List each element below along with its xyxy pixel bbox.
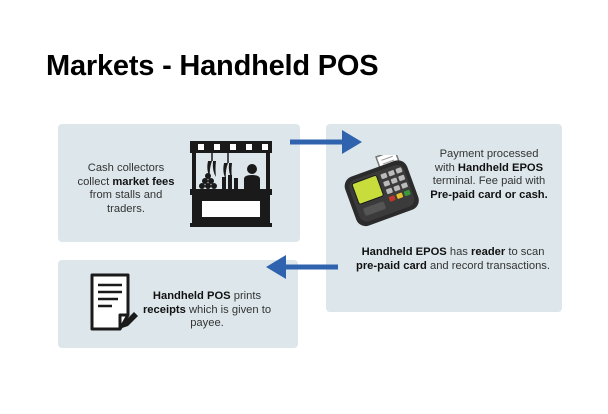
- step-text-part: Handheld EPOS: [457, 161, 544, 174]
- step-text-part: Handheld EPOS: [361, 246, 447, 258]
- step-text-part: Pre-paid card or cash.: [430, 188, 548, 201]
- step-text-part: receipts: [142, 303, 186, 316]
- step-text-part: market fees: [112, 175, 175, 188]
- step-text-part: from stalls and traders.: [89, 189, 163, 215]
- step-text-receipt: Handheld POS prints receipts which is gi…: [136, 290, 278, 331]
- step-text-part: Cash collectors collect: [77, 162, 165, 188]
- step-text-part: and record transactions.: [426, 259, 550, 272]
- step-text-part: reader: [471, 246, 506, 258]
- arrow-left-icon: [266, 255, 338, 279]
- step-text-payment: Payment processed with Handheld EPOS ter…: [430, 148, 548, 202]
- market-stall-icon: [190, 141, 272, 227]
- step-text-part: which is given to payee.: [185, 303, 272, 330]
- step-text-part: to scan: [505, 246, 545, 258]
- step-text-part: terminal. Fee paid with: [432, 175, 546, 188]
- step-text-part: pre-paid card: [355, 259, 427, 272]
- arrow-right-icon: [290, 130, 362, 154]
- step-text-part: has: [446, 246, 472, 258]
- step-text-part: Payment processed with: [434, 148, 539, 174]
- receipt-icon: [90, 273, 138, 331]
- step-text-reader: Handheld EPOS has reader to scan pre-pai…: [352, 246, 554, 273]
- step-text-collect: Cash collectors collect market fees from…: [72, 162, 180, 216]
- pos-terminal-icon: [344, 155, 419, 227]
- step-text-part: Handheld POS: [152, 290, 231, 302]
- step-text-part: prints: [230, 290, 262, 302]
- page-title: Markets - Handheld POS: [46, 50, 379, 82]
